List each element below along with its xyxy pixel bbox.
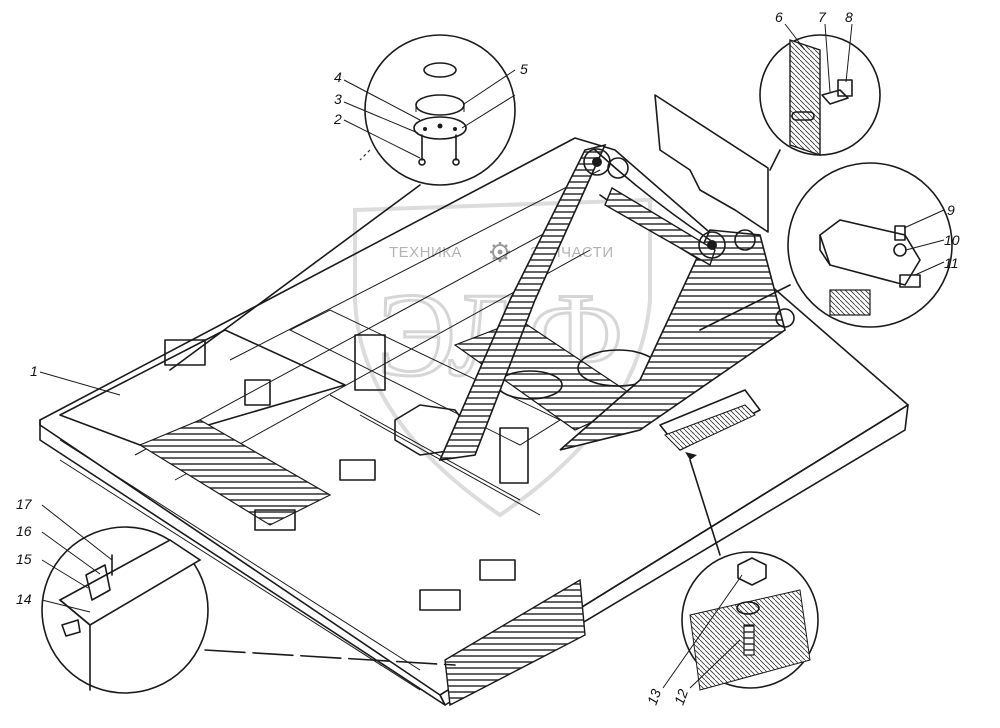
cross-tube (604, 186, 716, 267)
cross-member-hatched (138, 419, 332, 526)
leader-top-right (769, 149, 781, 171)
callout-10: 10 (944, 232, 960, 248)
callout-7: 7 (818, 9, 827, 25)
leader-right (699, 284, 791, 331)
callout-5: 5 (520, 61, 528, 77)
callout-9: 9 (947, 202, 955, 218)
callout-8: 8 (845, 9, 853, 25)
callout-16: 16 (16, 523, 32, 539)
a-frame-support (438, 143, 795, 461)
callout-labels: 1 2 3 4 5 6 7 8 9 10 11 12 13 14 15 16 1… (16, 9, 960, 707)
callout-12: 12 (671, 687, 691, 707)
callout-15: 15 (16, 551, 32, 567)
detail-circle-bottom-left (41, 526, 209, 694)
callout-14: 14 (16, 591, 32, 607)
bracket-left (354, 334, 386, 391)
callout-2: 2 (333, 111, 342, 127)
callout-13: 13 (644, 687, 664, 707)
rear-plate (654, 94, 769, 233)
callout-4: 4 (334, 69, 342, 85)
pivot-eye-right (698, 231, 726, 259)
callout-leaders (39, 23, 945, 689)
detail-circle-top (359, 34, 516, 186)
callout-3: 3 (334, 91, 342, 107)
watermark-left-text: ТЕХНИКА (389, 244, 462, 261)
bracket-right (499, 427, 529, 484)
frame-front-wall (39, 419, 446, 706)
callout-11: 11 (944, 255, 959, 271)
detail-circle-top-right (759, 34, 881, 156)
callout-17: 17 (16, 496, 33, 512)
leader-bottom-left (204, 649, 456, 666)
detail-circle-bottom-right (681, 551, 819, 691)
callout-6: 6 (775, 9, 783, 25)
detail-circle-right (787, 162, 953, 328)
leader-bottom-right (689, 459, 721, 556)
deck-panel-1 (59, 329, 346, 446)
callout-1: 1 (30, 363, 38, 379)
rear-box-hatched (444, 578, 586, 707)
leader-top (169, 184, 421, 371)
gear-icon (490, 242, 510, 262)
